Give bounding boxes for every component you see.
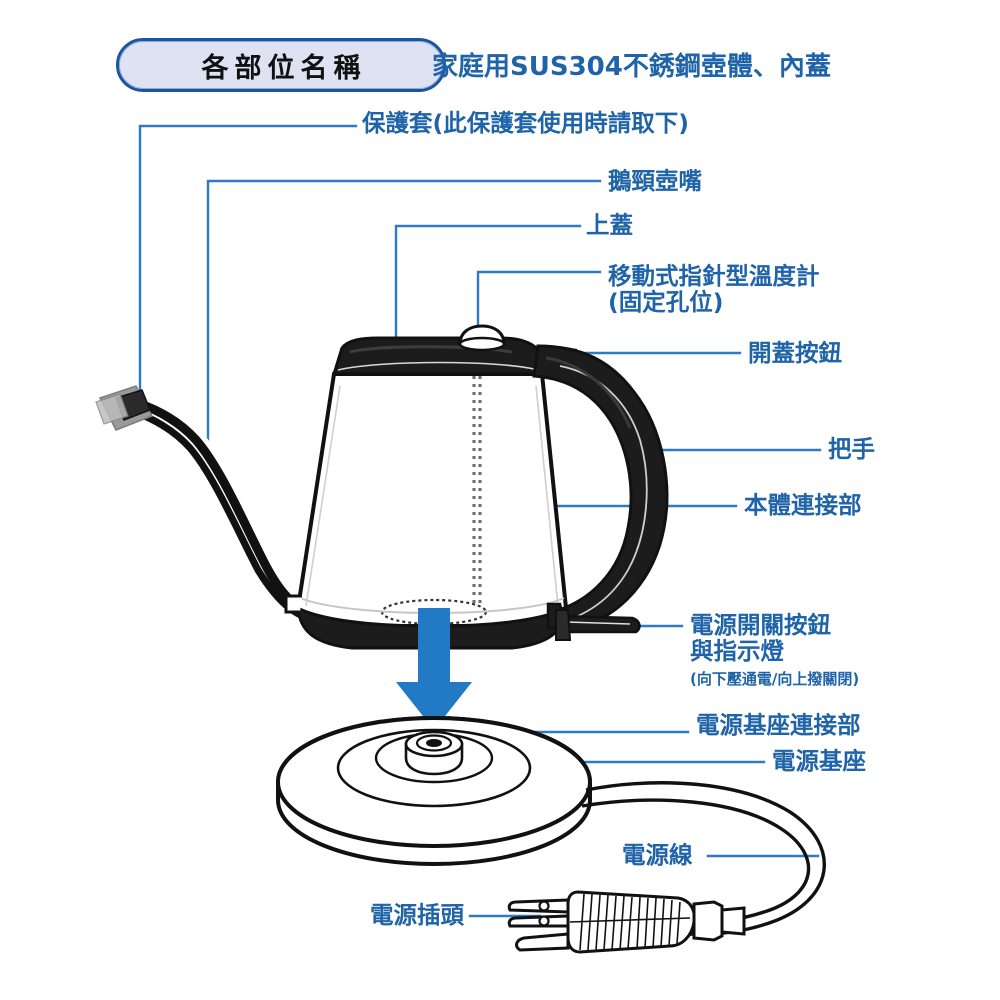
kettle-lid-collar [331, 336, 544, 376]
section-title-badge: 各部位名稱 [116, 38, 446, 92]
callout-thermometer-line1: 移動式指針型溫度計 [608, 262, 820, 290]
leader-thermometer [476, 270, 602, 350]
callout-power-switch-line1: 電源開關按鈕 [690, 611, 831, 639]
water-level-gauge [472, 368, 482, 608]
callout-thermometer: 移動式指針型溫度計 (固定孔位) [608, 263, 820, 316]
power-switch-lever [555, 609, 641, 641]
callout-body-connector: 本體連接部 [744, 491, 862, 519]
callout-power-switch-note-line1: (向下壓通電/向上撥關閉) [690, 670, 860, 688]
callout-thermometer-line2: (固定孔位) [608, 288, 724, 317]
callout-upper-lid: 上蓋 [586, 211, 633, 239]
section-title-text: 各部位名稱 [201, 52, 367, 84]
headline-text: 家庭用SUS304不銹鋼壺體、內蓋 [432, 52, 831, 82]
callout-base-connector-line1: 電源基座連接部 [696, 711, 861, 739]
callout-power-switch-note: (向下壓通電/向上撥關閉) [690, 671, 859, 688]
callout-power-switch: 電源開關按鈕 與指示燈 [690, 612, 831, 665]
callout-gooseneck-spout: 鵝頸壺嘴 [608, 167, 702, 195]
callout-power-cord-line1: 電源線 [622, 841, 693, 869]
power-base [276, 715, 592, 867]
callout-power-base-line1: 電源基座 [772, 747, 866, 775]
mounting-direction-arrow [396, 608, 472, 730]
callout-handle: 把手 [828, 435, 875, 463]
callout-power-plug-line1: 電源插頭 [370, 901, 464, 929]
leader-upper-lid [394, 224, 582, 368]
base-connector-pin [426, 739, 442, 747]
callout-gooseneck-spout-line1: 鵝頸壺嘴 [608, 167, 702, 195]
callout-protective-cover-line1: 保護套(此保護套使用時請取下) [362, 109, 689, 137]
body-connector-tab [284, 594, 302, 614]
section-title-badge-inner: 各部位名稱 [119, 41, 443, 89]
leader-protective-cover [138, 124, 358, 408]
callout-power-base: 電源基座 [772, 747, 866, 775]
callout-protective-cover: 保護套(此保護套使用時請取下) [362, 109, 689, 137]
callout-body-connector-line1: 本體連接部 [744, 491, 862, 519]
callout-power-cord: 電源線 [622, 841, 693, 869]
callout-power-plug: 電源插頭 [370, 901, 464, 929]
power-plug [507, 890, 746, 954]
callout-lid-open-button: 開蓋按鈕 [748, 339, 842, 367]
callout-power-switch-line2: 與指示燈 [690, 637, 784, 666]
gooseneck-spout [130, 396, 326, 624]
kettle-body [295, 372, 569, 628]
kettle-illustration [95, 324, 826, 954]
leader-gooseneck-spout [206, 179, 602, 442]
protective-cover [95, 385, 154, 431]
callout-upper-lid-line1: 上蓋 [586, 211, 633, 239]
callout-lid-open-button-line1: 開蓋按鈕 [748, 339, 842, 367]
callout-base-connector: 電源基座連接部 [696, 711, 861, 739]
thermometer-knob [458, 324, 506, 352]
callout-handle-line1: 把手 [828, 435, 875, 463]
